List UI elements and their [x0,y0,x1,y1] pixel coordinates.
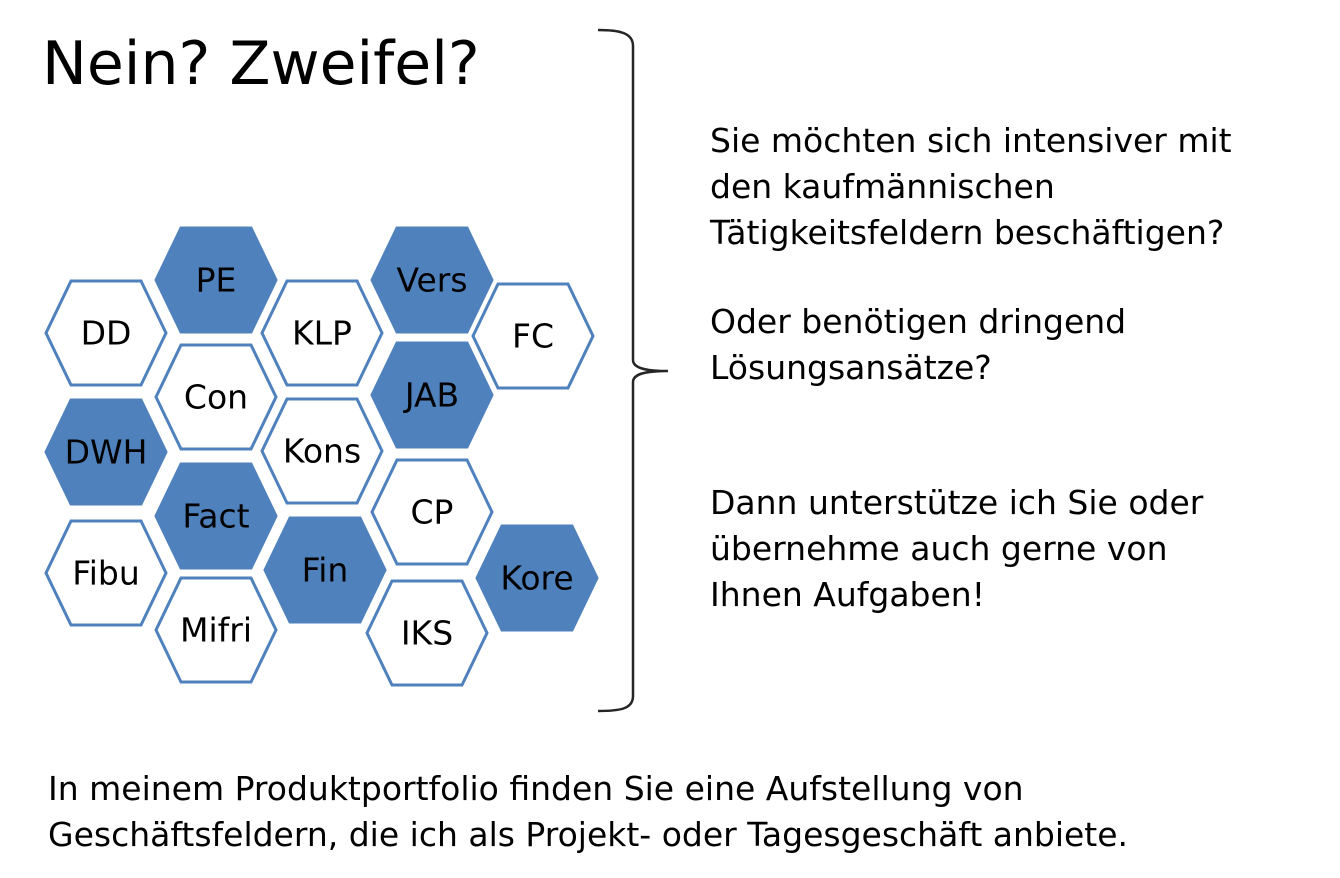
hexagon-fin: Fin [263,516,387,624]
hexagon-shape [44,279,168,387]
hexagon-label: JAB [403,376,459,415]
question-block-1: Sie möchten sich intensiver mit den kauf… [710,118,1232,256]
hexagon-label: DWH [65,433,148,472]
hexagon-mifri: Mifri [154,576,278,684]
hexagon-vers: Vers [370,226,494,334]
hexagon-label: KLP [292,314,352,353]
hexagon-con: Con [154,343,278,451]
question-1-line-1: Sie möchten sich intensiver mit [710,121,1232,160]
hexagon-shape [44,398,168,506]
question-2-line-2: Lösungsansätze? [710,348,992,387]
hexagon-shape [370,341,494,449]
hexagon-shape [260,397,384,505]
hexagon-shape [365,579,489,687]
footer-line-2: Geschäftsfeldern, die ich als Projekt- o… [48,815,1129,854]
hexagon-shape [154,226,278,334]
hexagon-label: Con [184,378,248,417]
hexagon-shape [370,226,494,334]
hexagon-label: Kons [283,432,361,471]
hexagon-fc: FC [471,282,595,390]
hexagon-dwh: DWH [44,398,168,506]
hexagon-label: Fact [182,497,249,536]
hexagon-dd: DD [44,279,168,387]
hexagon-label: Fibu [72,554,140,593]
hexagon-iks: IKS [365,579,489,687]
hexagon-cp: CP [370,458,494,566]
curly-brace [597,28,669,713]
offer-line-1: Dann unterstütze ich Sie oder [710,483,1204,522]
question-2-line-1: Oder benötigen dringend [710,302,1127,341]
hexagon-shape [370,458,494,566]
hexagon-label: Kore [500,559,573,598]
offer-line-2: übernehme auch gerne von [710,529,1168,568]
hexagon-label: Fin [302,551,349,590]
question-1-line-2: den kaufmännischen [710,167,1055,206]
hexagon-label: Vers [396,261,467,300]
hexagon-kore: Kore [475,524,599,632]
hexagon-shape [471,282,595,390]
question-block-2: Oder benötigen dringend Lösungsansätze? [710,299,1126,391]
hexagon-shape [154,462,278,570]
hexagon-label: Mifri [180,611,252,650]
hexagon-kons: Kons [260,397,384,505]
hexagon-shape [154,343,278,451]
hexagon-shape [260,279,384,387]
hexagon-pe: PE [154,226,278,334]
page-title: Nein? Zweifel? [42,29,480,99]
hexagon-label: FC [512,317,554,356]
offer-block: Dann unterstütze ich Sie oder übernehme … [710,480,1203,618]
hexagon-fibu: Fibu [44,519,168,627]
hexagon-shape [475,524,599,632]
offer-line-3: Ihnen Aufgaben! [710,575,985,614]
hexagon-label: IKS [401,614,453,653]
hexagon-klp: KLP [260,279,384,387]
hexagon-label: DD [81,314,132,353]
footer-text: In meinem Produktportfolio finden Sie ei… [48,766,1128,858]
question-1-line-3: Tätigkeitsfeldern beschäftigen? [710,213,1225,252]
hexagon-fact: Fact [154,462,278,570]
hexagon-shape [263,516,387,624]
hexagon-jab: JAB [370,341,494,449]
footer-line-1: In meinem Produktportfolio finden Sie ei… [48,769,1024,808]
hexagon-label: PE [196,261,237,300]
hexagon-label: CP [411,493,454,532]
hexagon-shape [154,576,278,684]
hexagon-shape [44,519,168,627]
